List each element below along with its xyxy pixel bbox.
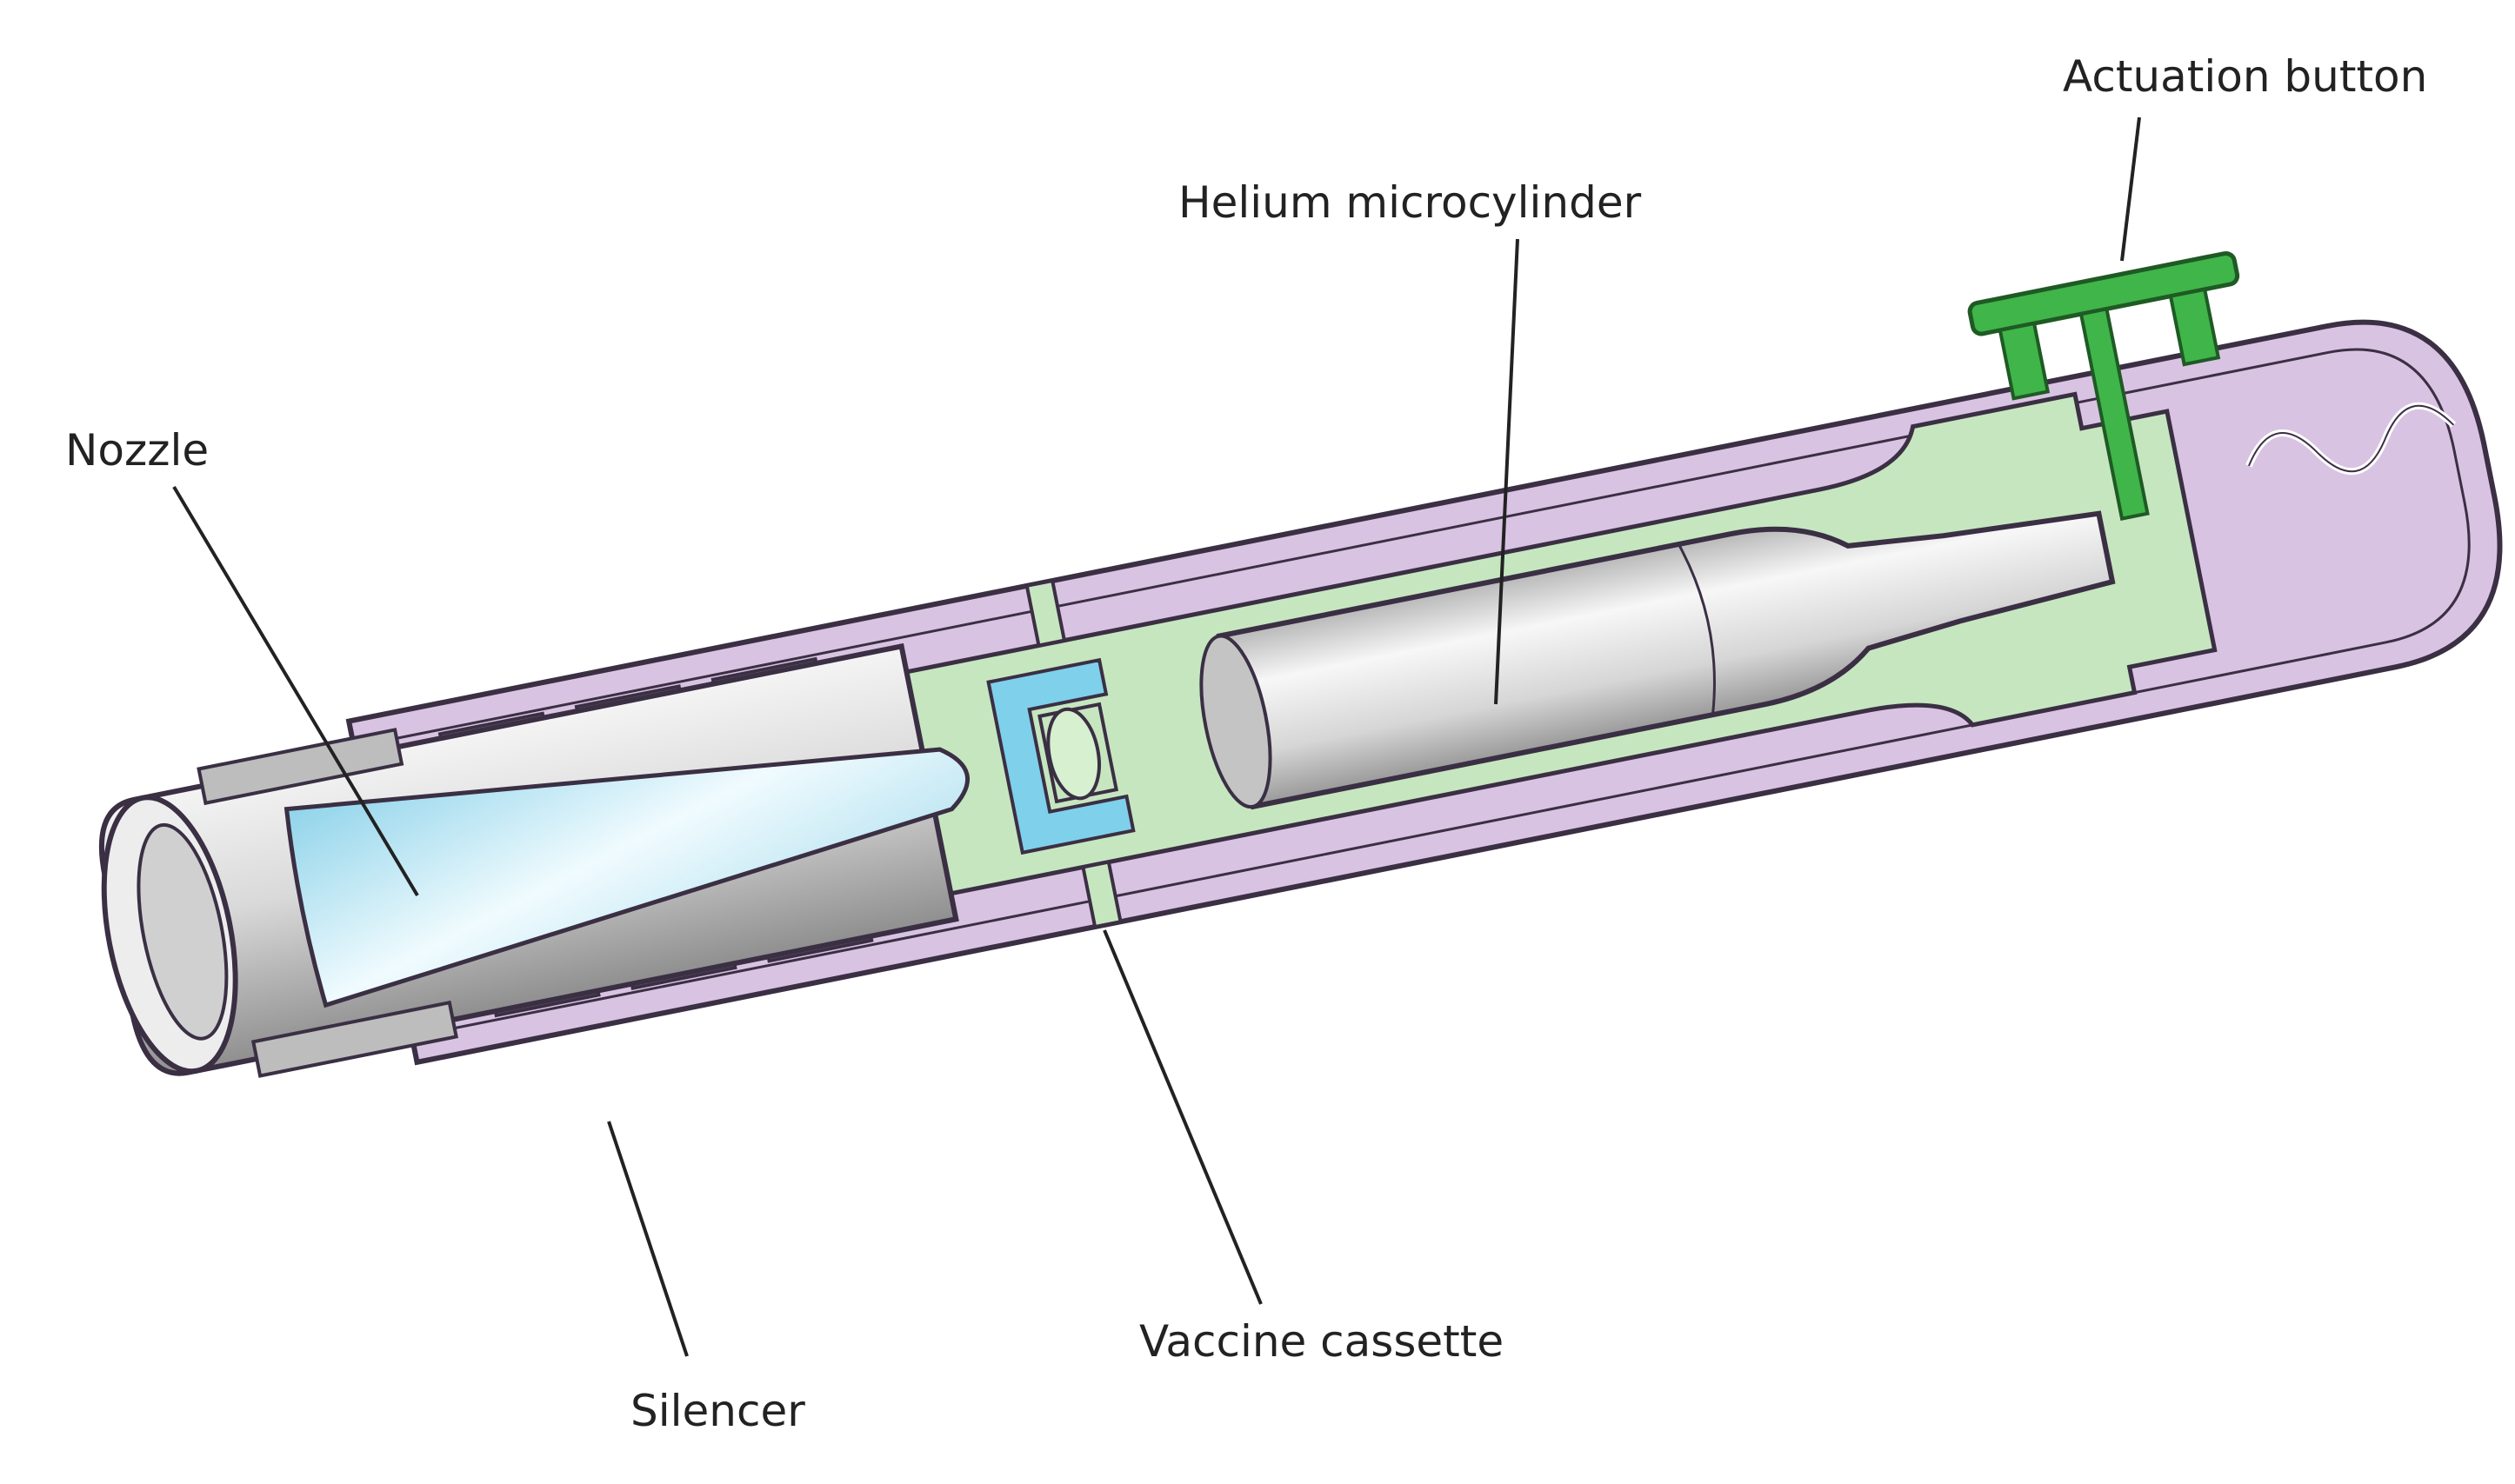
silencer-leader — [607, 1121, 689, 1357]
label-vaccine-cassette: Vaccine cassette — [1139, 1316, 1504, 1367]
callout-labels: Nozzle Helium microcylinder Actuation bu… — [65, 51, 2427, 1436]
label-actuation-button: Actuation button — [2063, 51, 2427, 102]
nozzle-collar-top — [197, 728, 404, 806]
spring-outline — [2248, 404, 2455, 473]
leader-lines — [172, 116, 2141, 1357]
nozzle-collar-bottom — [250, 1000, 459, 1078]
vaccine-cassette-leader — [1103, 929, 1263, 1305]
housing-rib-top — [1024, 578, 1067, 648]
vaccine-cassette — [986, 657, 1136, 855]
helium-microcylinder — [1199, 510, 2116, 810]
housing-rib-bottom — [1081, 860, 1123, 929]
nozzle-lip-inner — [137, 822, 229, 1041]
nozzle-lumen — [284, 747, 970, 1008]
device — [98, 250, 2503, 1078]
outer-casing-inner-edge — [396, 348, 2471, 1030]
label-nozzle: Nozzle — [65, 425, 209, 476]
actuation-button-leader — [2120, 116, 2141, 262]
actuation-button — [1967, 250, 2240, 521]
nozzle-leader — [172, 485, 419, 897]
helium-microcylinder-leader — [1494, 238, 1519, 705]
label-silencer: Silencer — [630, 1386, 805, 1436]
label-helium-microcylinder: Helium microcylinder — [1178, 177, 1642, 228]
